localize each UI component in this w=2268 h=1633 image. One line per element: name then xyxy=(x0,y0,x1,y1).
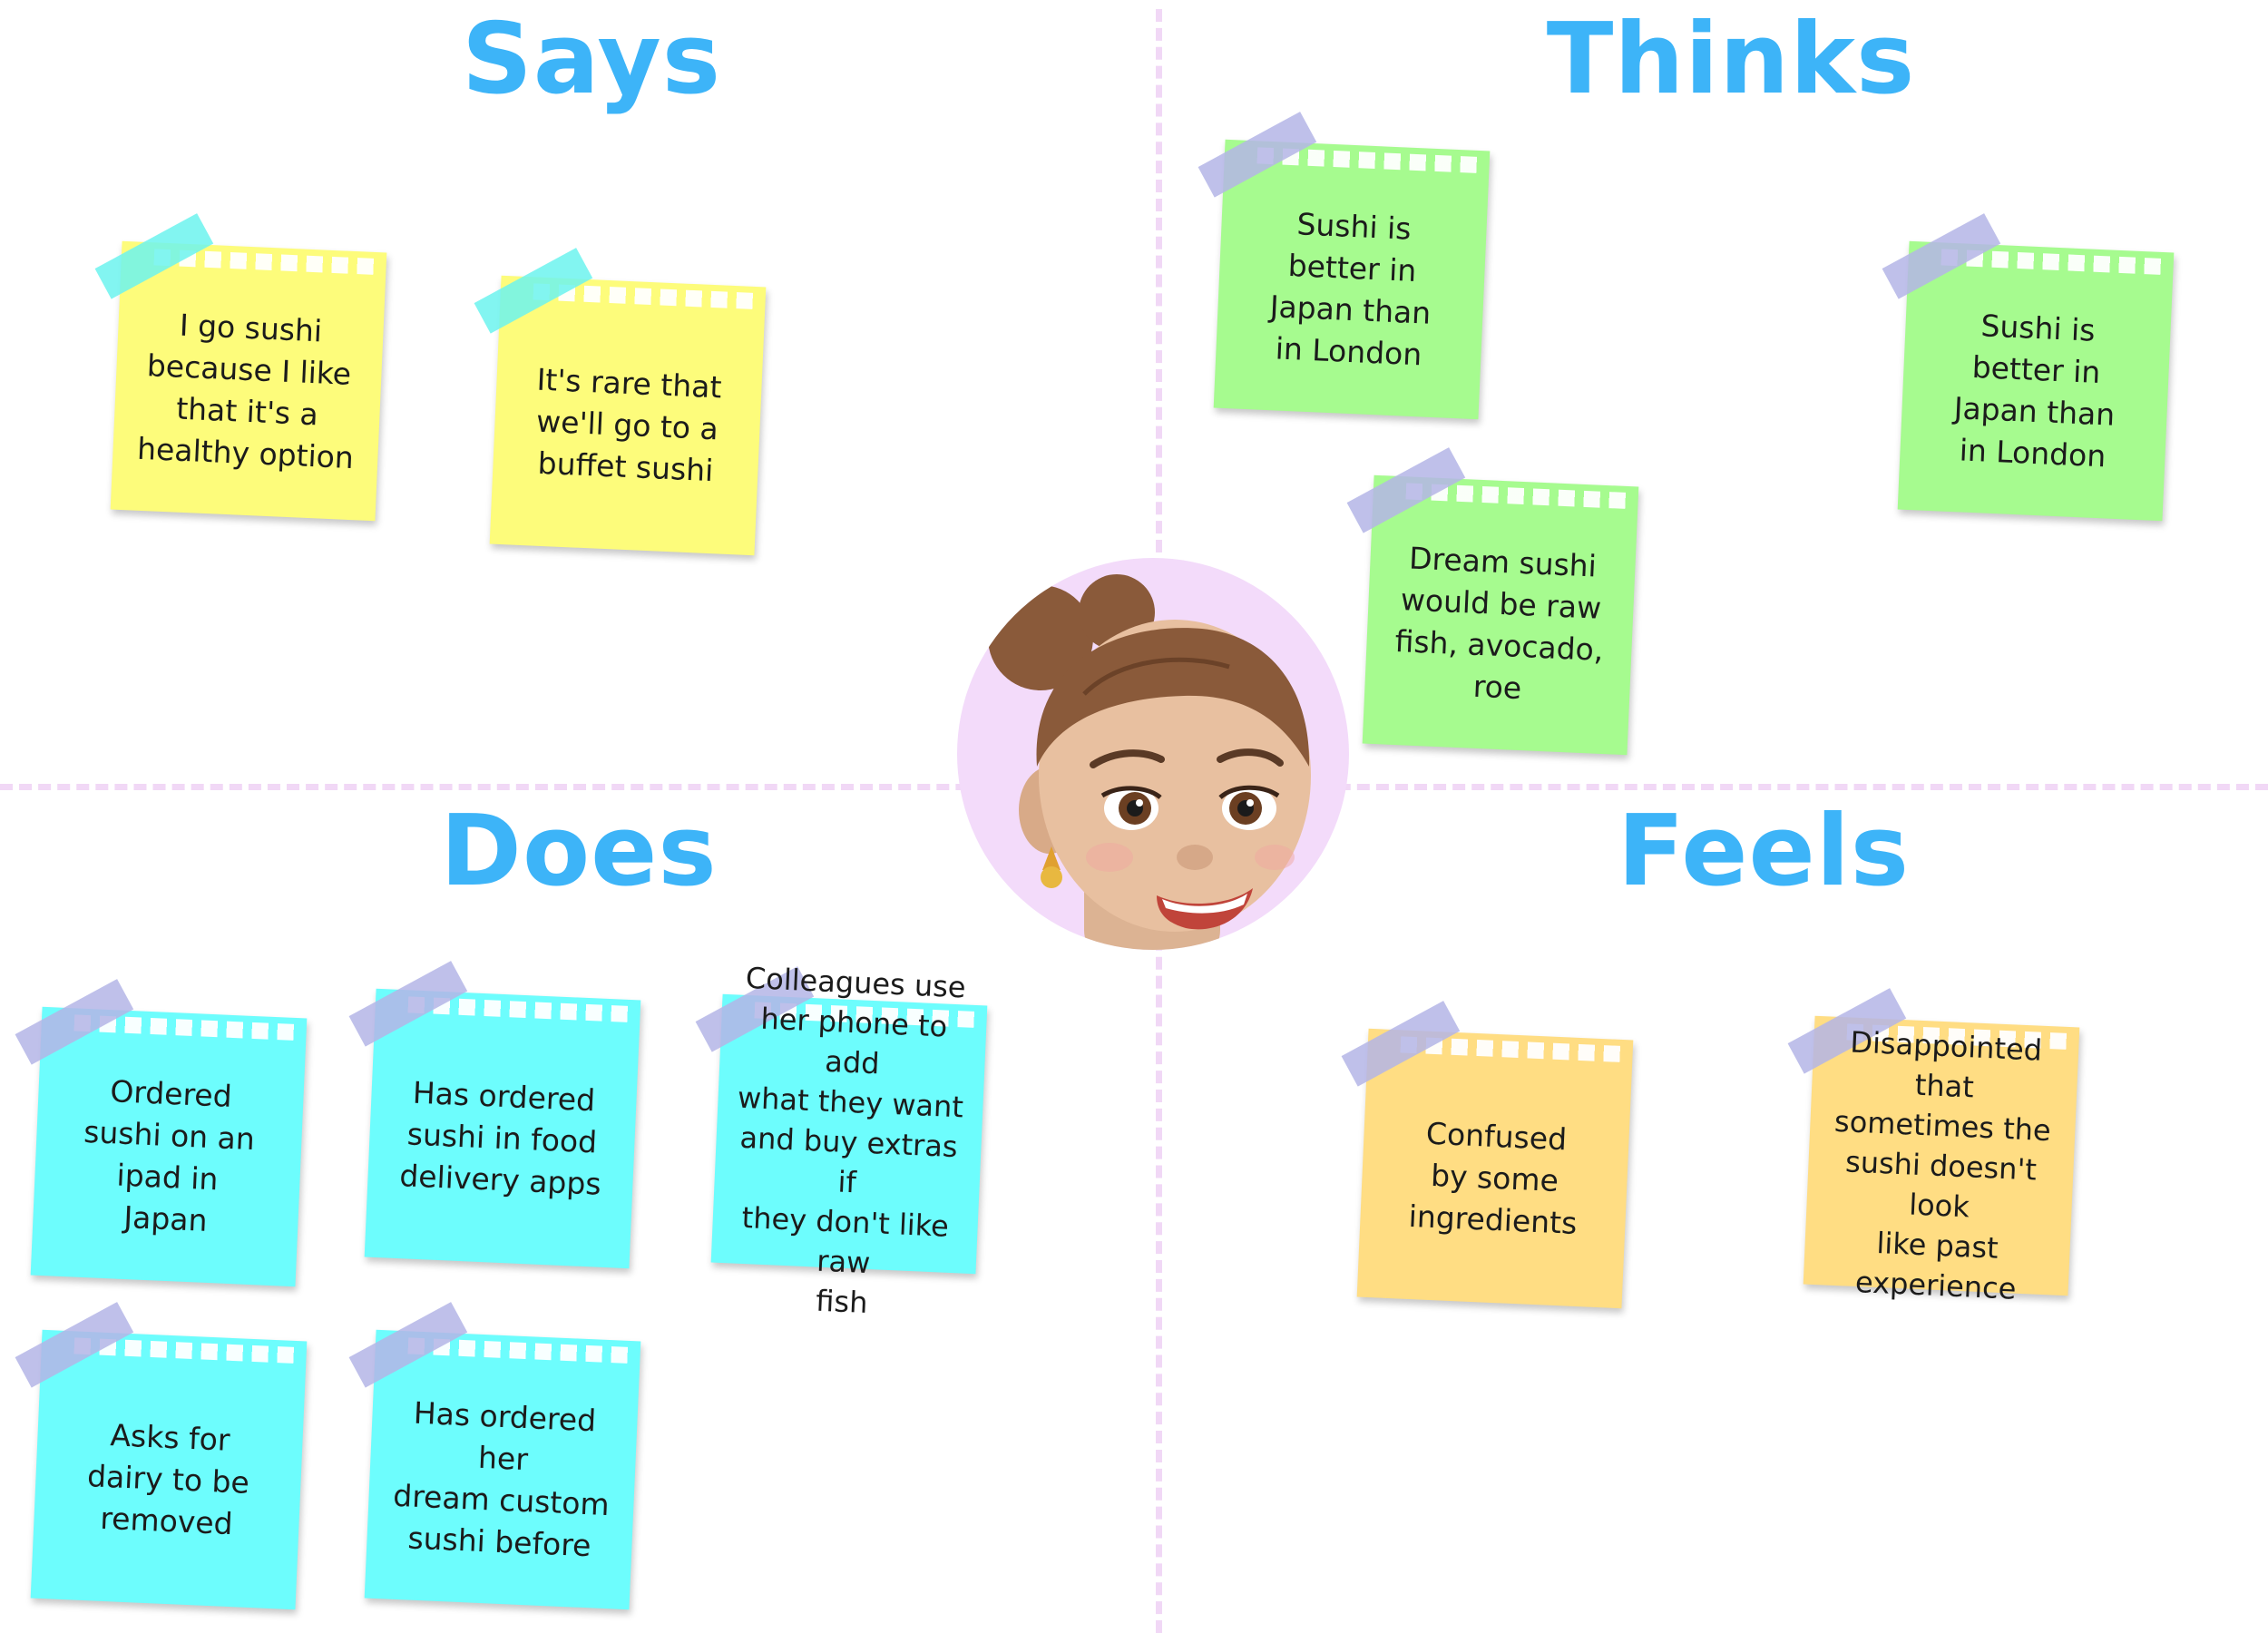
does-title: Does xyxy=(440,795,718,908)
does-note-5[interactable]: Has ordered her dream custom sushi befor… xyxy=(348,1302,641,1610)
note-text: I go sushi because I like that it's a he… xyxy=(136,307,355,476)
note-text: Has ordered sushi in food delivery apps xyxy=(398,1074,602,1202)
note-text: Asks for dairy to be removed xyxy=(86,1417,250,1542)
note-text: Dream sushi would be raw fish, avocado, … xyxy=(1393,540,1605,707)
does-note-2[interactable]: Has ordered sushi in food delivery apps xyxy=(348,961,641,1269)
says-title: Says xyxy=(461,3,722,116)
thinks-note-3[interactable]: Dream sushi would be raw fish, avocado, … xyxy=(1346,447,1639,756)
feels-title: Feels xyxy=(1617,795,1911,908)
says-note-2[interactable]: It's rare that we'll go to a buffet sush… xyxy=(474,248,767,556)
memoji-woman-face-icon xyxy=(988,574,1311,950)
note-text: Colleagues use her phone to add what the… xyxy=(737,960,967,1321)
thinks-note-1[interactable]: Sushi is better in Japan than in London xyxy=(1198,112,1491,420)
note-text: Confused by some ingredients xyxy=(1407,1115,1579,1241)
note-text: Ordered sushi on an ipad in Japan xyxy=(83,1073,256,1238)
note-text: Sushi is better in Japan than in London xyxy=(1953,308,2116,474)
feels-note-1[interactable]: Confused by some ingredients xyxy=(1341,1001,1634,1309)
does-note-4[interactable]: Asks for dairy to be removed xyxy=(15,1302,308,1610)
thinks-note-2[interactable]: Sushi is better in Japan than in London xyxy=(1882,213,2175,522)
thinks-title: Thinks xyxy=(1546,3,1916,116)
note-text: It's rare that we'll go to a buffet sush… xyxy=(535,361,723,489)
feels-note-2[interactable]: Disappointed that sometimes the sushi do… xyxy=(1787,988,2080,1306)
does-note-1[interactable]: Ordered sushi on an ipad in Japan xyxy=(15,979,308,1287)
note-text: Sushi is better in Japan than in London xyxy=(1269,206,1432,373)
persona-avatar xyxy=(957,558,1349,950)
does-note-3[interactable]: Colleagues use her phone to add what the… xyxy=(695,960,988,1321)
says-note-1[interactable]: I go sushi because I like that it's a he… xyxy=(94,213,387,522)
note-text: Has ordered her dream custom sushi befor… xyxy=(392,1394,611,1564)
note-text: Disappointed that sometimes the sushi do… xyxy=(1833,1024,2052,1306)
